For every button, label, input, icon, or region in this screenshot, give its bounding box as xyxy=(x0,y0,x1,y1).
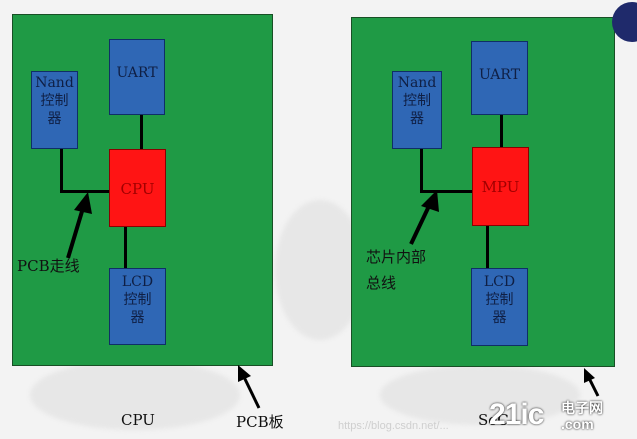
right-uart-to-mpu-wire xyxy=(500,112,503,152)
left-cpu-chip: CPU xyxy=(109,149,166,227)
left-nand-controller-chip: Nand 控制 器 xyxy=(31,71,78,149)
site-logo: 21ic xyxy=(489,398,544,431)
right-uart-chip: UART xyxy=(471,41,528,115)
right-caption: SoC xyxy=(478,411,509,429)
right-mpu-to-lcd-wire xyxy=(486,224,489,270)
background-map-shape xyxy=(30,360,240,430)
pcb-board-label: PCB板 xyxy=(236,413,284,431)
corner-badge xyxy=(612,2,637,42)
right-nand-wire-vertical xyxy=(420,145,423,193)
left-bus-wire-horizontal xyxy=(60,190,110,193)
right-bus-wire-horizontal xyxy=(420,190,474,193)
right-lcd-controller-chip: LCD 控制 器 xyxy=(471,268,528,346)
right-nand-controller-chip: Nand 控制 器 xyxy=(392,71,442,149)
left-caption: CPU xyxy=(121,411,155,429)
soc-pointer-arrow-icon xyxy=(584,368,600,397)
left-uart-chip: UART xyxy=(109,39,165,115)
board-pointer-arrow-icon xyxy=(238,365,261,409)
right-bus-arrow-icon xyxy=(409,190,439,245)
background-map-shape xyxy=(380,365,580,425)
left-uart-to-cpu-wire xyxy=(140,112,143,152)
site-logo-domain: .com xyxy=(561,416,594,432)
left-lcd-controller-chip: LCD 控制 器 xyxy=(109,268,166,345)
site-logo-cn: 电子网 xyxy=(561,400,603,416)
left-bus-arrow-icon xyxy=(66,192,92,259)
right-mpu-chip: MPU xyxy=(472,147,529,226)
background-map-shape xyxy=(275,200,365,340)
left-nand-wire-vertical xyxy=(60,145,63,193)
blog-watermark: https://blog.csdn.net/... xyxy=(338,420,449,432)
left-bus-label: PCB走线 xyxy=(17,257,80,275)
left-cpu-to-lcd-wire xyxy=(124,224,127,270)
right-bus-label: 芯片内部 总线 xyxy=(366,248,427,292)
